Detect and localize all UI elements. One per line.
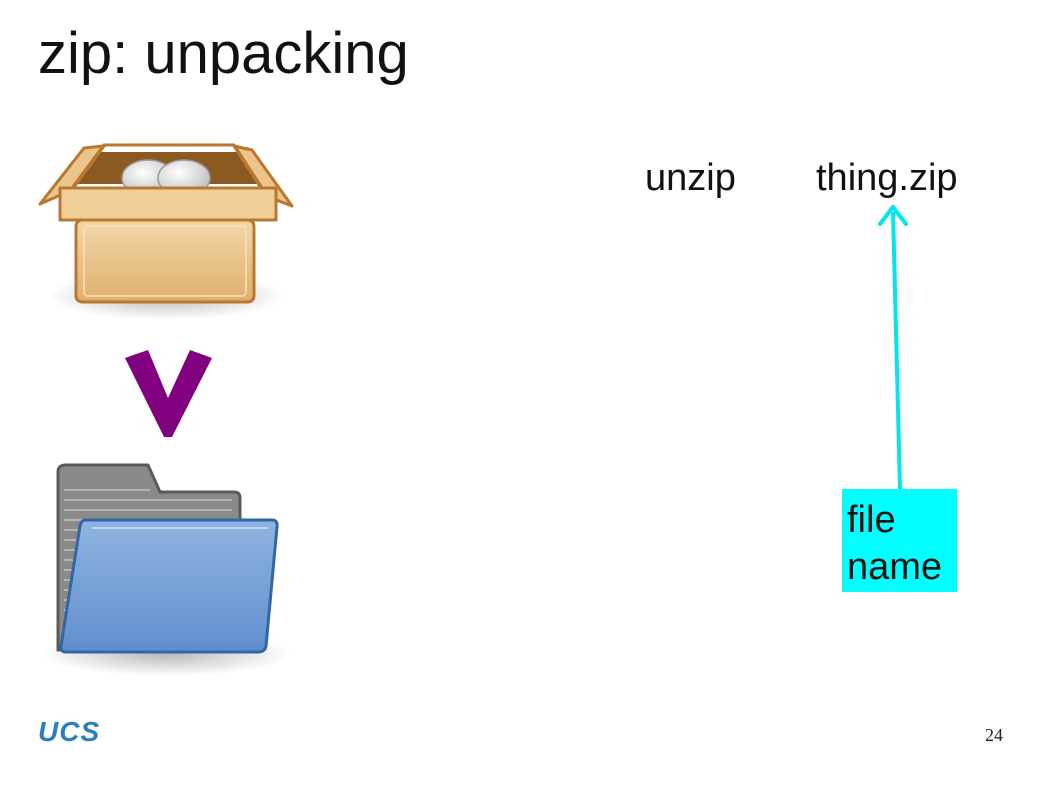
callout-line-2: name [847, 546, 943, 588]
down-arrow-icon [125, 350, 212, 437]
command-argument: thing.zip [816, 157, 958, 199]
pointer-arrow [878, 205, 908, 490]
callout-line-1: file [847, 499, 896, 541]
filename-callout: file name [842, 489, 957, 592]
package-box-icon [38, 143, 294, 320]
command-name: unzip [645, 157, 736, 199]
slide-title: zip: unpacking [38, 21, 409, 86]
ucs-logo: UCS [38, 716, 100, 747]
page-number: 24 [985, 725, 1003, 745]
open-folder-icon [40, 463, 292, 676]
